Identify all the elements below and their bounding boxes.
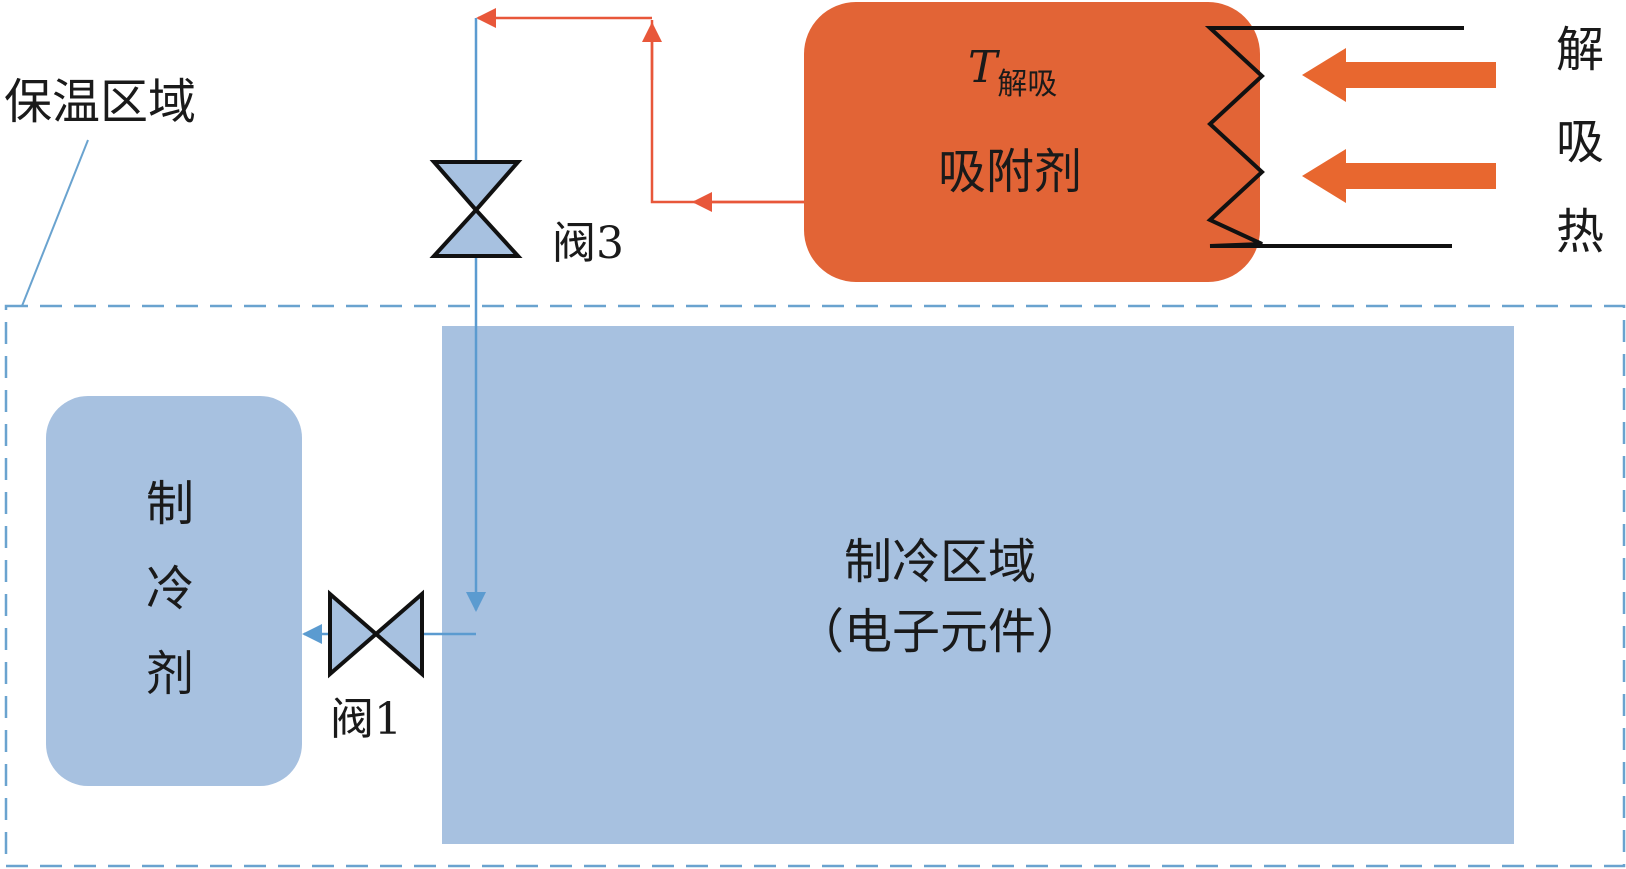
desorption-temperature-label: T解吸 [968, 42, 1057, 102]
adsorbent-bed [804, 2, 1260, 282]
heating-coil [1204, 26, 1464, 248]
valve-1-label: 阀1 [330, 694, 402, 745]
adsorbent-label: 吸附剂 [938, 144, 1082, 200]
insulation-zone-leader-line [21, 139, 89, 307]
valve-3[interactable] [429, 160, 523, 258]
cooling-region-sublabel: （电子元件） [796, 604, 1084, 660]
desorption-heat-char-1: 解 [1556, 22, 1604, 78]
refrigerant-label-char-3: 剂 [146, 646, 194, 702]
refrigerant-tank [46, 396, 302, 786]
hot-vapor-line-to-top [650, 20, 804, 204]
heat-input-arrow [1302, 149, 1496, 203]
desorption-heat-char-2: 吸 [1556, 114, 1604, 170]
valve-1[interactable] [328, 589, 424, 679]
heat-input-arrow [1302, 48, 1496, 102]
refrigerant-label-char-2: 冷 [146, 561, 194, 617]
insulation-zone-label: 保温区域 [4, 74, 196, 130]
refrigerant-label-char-1: 制 [146, 476, 194, 532]
cooling-region-label: 制冷区域 [844, 534, 1036, 590]
valve-3-label: 阀3 [552, 218, 624, 269]
desorption-heat-char-3: 热 [1556, 204, 1604, 260]
cooling-region-box [442, 326, 1514, 844]
